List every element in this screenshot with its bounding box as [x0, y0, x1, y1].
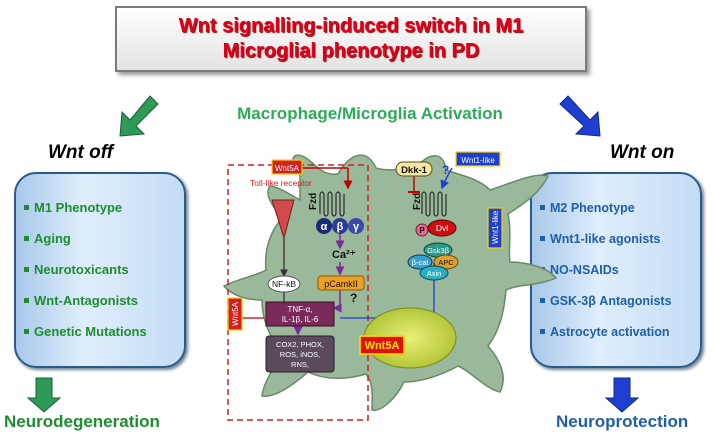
bullet-icon [540, 329, 545, 334]
neuroprotection-label: Neuroprotection [556, 412, 689, 431]
toll-like-label: Toll-like receptor [250, 178, 312, 188]
mediators-box [265, 335, 335, 373]
apc-label: APC [438, 258, 454, 267]
wnt1like-top-label: Wnt1-like [461, 156, 495, 165]
mediators-line-3: RNS, [291, 360, 309, 369]
gamma-label: γ [353, 221, 360, 233]
toll-like-receptor-icon [271, 199, 295, 240]
title-line-2: Microglial phenotype in PD [222, 40, 480, 62]
nfkb-node [267, 275, 301, 293]
pcamkii-box [317, 275, 365, 291]
wnt-on-heading: Wnt on [610, 142, 675, 163]
question-mark-1: ? [350, 291, 357, 305]
ca-label: Ca²⁺ [332, 249, 356, 261]
neurodegeneration-label: Neurodegeneration [4, 412, 160, 431]
dkk1-box [395, 161, 433, 177]
dkk1-label: Dkk-1 [401, 165, 428, 176]
wnt5a-side-box [227, 297, 243, 331]
question-mark-2: ? [442, 163, 449, 177]
title-line-1: Wnt signalling-induced switch in M1 [178, 15, 524, 37]
list-item: Astrocyte activation [540, 316, 700, 347]
list-item: Wnt-Antagonists [24, 285, 184, 316]
left-arrow-icon [119, 95, 159, 137]
list-item: M2 Phenotype [540, 192, 700, 223]
alpha-label: α [321, 221, 328, 233]
g-alpha-subunit [316, 218, 332, 234]
wnt5a-top-box [271, 159, 303, 175]
fzd-receptor-right [421, 191, 447, 217]
wnt5a-nucleus-label: Wnt5A [365, 340, 400, 352]
wnt1like-side-box [487, 207, 503, 249]
bullet-icon [24, 329, 29, 334]
list-item: M1 Phenotype [24, 192, 184, 223]
activation-label: Macrophage/Microglia Activation [237, 104, 503, 123]
wnt-off-heading: Wnt off [48, 142, 114, 163]
g-gamma-subunit [348, 218, 364, 234]
tnf-label: TNF-α, [287, 305, 312, 314]
nfkb-label: NF-kB [272, 279, 296, 289]
fzd-left-label: Fzd [308, 193, 319, 210]
bullet-icon [540, 298, 545, 303]
fzd-right-label: Fzd [412, 193, 423, 210]
dvl-node [427, 219, 457, 237]
p-label: P [419, 226, 425, 235]
gsk3b-label: Gsk3β [427, 246, 450, 255]
wnt1like-to-fzd-arrow [440, 167, 453, 190]
list-item: Wnt1-like agonists [540, 223, 700, 254]
bullet-icon [24, 205, 29, 210]
dvl-label: Dvl [436, 223, 448, 233]
wnt-on-panel: M2 Phenotype Wnt1-like agonists NO-NSAID… [530, 172, 702, 368]
beta-label: β [337, 221, 344, 233]
wnt-off-panel: M1 Phenotype Aging Neurotoxicants Wnt-An… [14, 172, 186, 368]
wnt5a-nucleus-box [359, 335, 405, 355]
down-arrow-left-icon [26, 377, 62, 413]
list-item: Genetic Mutations [24, 316, 184, 347]
axin-label: Axin [427, 269, 442, 278]
mediators-line-2: ROS, iNOS, [280, 350, 320, 359]
wnt1like-top-box [455, 151, 501, 167]
bcat-label: β-cat [412, 258, 430, 267]
g-beta-subunit [332, 218, 348, 234]
axin-node [419, 265, 449, 281]
bullet-icon [24, 267, 29, 272]
wnt5a-top-label: Wnt5A [275, 164, 300, 173]
pcamkii-label: pCamkII [324, 279, 358, 289]
bcat-node [407, 254, 433, 270]
title-box: Wnt signalling-induced switch in M1 Micr… [115, 6, 587, 72]
list-item: Aging [24, 223, 184, 254]
down-arrow-right-icon [604, 377, 640, 413]
bullet-icon [24, 236, 29, 241]
list-item: GSK-3β Antagonists [540, 285, 700, 316]
right-arrow-icon [559, 95, 601, 137]
bullet-icon [24, 298, 29, 303]
list-item: Neurotoxicants [24, 254, 184, 285]
cytokine-box [265, 301, 335, 327]
wnt1like-side-label: Wnt1-like [491, 210, 500, 244]
il-label: IL-1β, IL-6 [282, 315, 319, 324]
fzd-receptor-left [319, 191, 345, 217]
mediators-line-1: COX2, PHOX, [276, 340, 324, 349]
wnt5a-side-label: Wnt5A [231, 301, 240, 326]
bullet-icon [540, 205, 545, 210]
bullet-icon [540, 236, 545, 241]
